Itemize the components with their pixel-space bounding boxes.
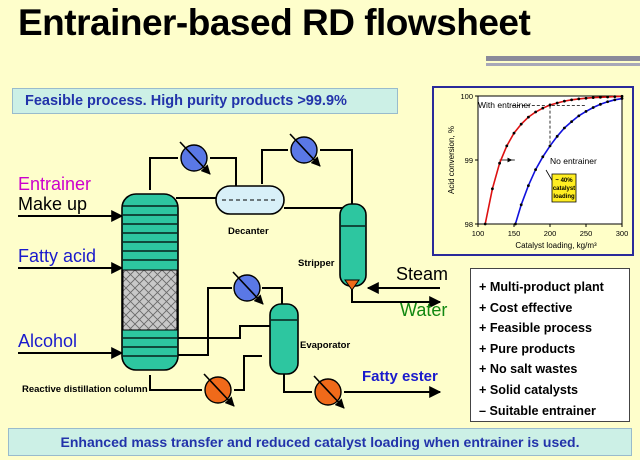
data-point xyxy=(555,134,559,138)
y-tick-label: 100 xyxy=(460,92,473,101)
data-point xyxy=(613,98,617,102)
data-point xyxy=(584,109,588,113)
title-underline-bar-2 xyxy=(486,63,640,66)
conversion-chart: 100 150 200 250 300 98 99 100 With entrainer No… xyxy=(432,86,634,256)
data-point xyxy=(534,168,537,171)
series-label-no-entrainer: No entrainer xyxy=(550,156,597,166)
x-tick-label: 250 xyxy=(580,229,593,238)
data-point xyxy=(599,95,602,99)
data-point xyxy=(599,102,602,106)
reboiler-icon xyxy=(313,375,345,409)
advantage-item: + Multi-product plant xyxy=(479,280,604,294)
data-point xyxy=(620,97,624,100)
evaporator-label: Evaporator xyxy=(300,340,351,351)
column-label: Reactive distillation column xyxy=(22,384,148,395)
decanter-vessel xyxy=(215,185,285,215)
chart-xlabel: Catalyst loading, kg/m³ xyxy=(515,241,597,250)
data-point xyxy=(563,99,566,103)
data-point xyxy=(505,144,509,148)
chart-ylabel: Acid conversion, % xyxy=(447,126,456,194)
advantage-item: + Solid catalysts xyxy=(479,382,579,397)
data-point xyxy=(483,222,487,226)
data-point xyxy=(527,184,530,187)
data-point xyxy=(555,101,559,105)
page-title: Entrainer-based RD flowsheet xyxy=(18,2,531,43)
reboiler-icon xyxy=(203,373,235,407)
advantage-item: + No salt wastes xyxy=(479,362,578,377)
data-point xyxy=(577,97,581,101)
bottom-banner: Enhanced mass transfer and reduced catal… xyxy=(8,428,632,456)
advantage-item: – Suitable entrainer xyxy=(479,403,596,418)
data-point xyxy=(548,103,552,107)
advantages-list: + Multi-product plant + Cost effective +… xyxy=(470,268,630,422)
data-point xyxy=(620,94,624,98)
y-tick-label: 99 xyxy=(465,156,473,165)
data-point xyxy=(541,106,545,110)
data-point xyxy=(591,96,595,99)
condenser-icon xyxy=(289,133,321,167)
annotation-line-2: catalyst xyxy=(553,186,575,192)
y-tick-label: 98 xyxy=(465,220,473,229)
data-point xyxy=(498,161,501,165)
condenser-icon xyxy=(179,141,211,175)
x-tick-label: 300 xyxy=(616,229,629,238)
data-point xyxy=(519,122,523,126)
advantage-item: + Cost effective xyxy=(479,300,573,315)
fatty-acid-label: Fatty acid xyxy=(18,246,97,266)
data-point xyxy=(534,110,537,114)
data-point xyxy=(512,131,516,135)
data-point xyxy=(570,120,573,123)
data-point xyxy=(491,187,494,191)
data-point xyxy=(584,96,588,100)
x-tick-label: 150 xyxy=(508,229,521,238)
stripper-vessel xyxy=(339,203,367,291)
x-tick-label: 100 xyxy=(472,229,485,238)
data-point xyxy=(606,95,609,99)
alcohol-label: Alcohol xyxy=(18,331,78,351)
data-point xyxy=(548,144,552,148)
advantage-item: + Pure products xyxy=(479,341,576,356)
stripper-label: Stripper xyxy=(298,258,335,269)
feasible-banner: Feasible process. High purity products >… xyxy=(12,88,398,114)
water-label: Water xyxy=(400,300,448,320)
conversion-chart-svg: 100 150 200 250 300 98 99 100 With entrainer No… xyxy=(447,92,629,250)
data-point xyxy=(606,100,609,104)
steam-label: Steam xyxy=(396,264,449,284)
data-point xyxy=(519,203,523,207)
fatty-ester-label: Fatty ester xyxy=(362,368,438,385)
data-point xyxy=(613,95,617,99)
data-point xyxy=(570,98,573,102)
x-tick-label: 200 xyxy=(544,229,557,238)
annotation-callout: ~ 40% catalyst loading xyxy=(545,169,577,203)
condenser-icon xyxy=(232,271,264,305)
annotation-line-3: loading xyxy=(553,194,575,200)
data-point xyxy=(563,126,566,130)
advantage-item: + Feasible process xyxy=(479,321,593,336)
entrainer-label: Entrainer xyxy=(18,174,92,194)
annotation-line-1: ~ 40% xyxy=(555,178,573,184)
data-point xyxy=(527,115,530,119)
series-line-no-entrainer xyxy=(514,97,623,225)
evaporator-vessel xyxy=(269,303,299,375)
data-point xyxy=(577,114,581,118)
title-underline-bar xyxy=(486,56,640,61)
reactive-distillation-column xyxy=(121,193,179,371)
decanter-label: Decanter xyxy=(228,226,269,237)
data-point xyxy=(514,222,517,226)
data-point xyxy=(541,155,545,159)
data-point xyxy=(591,106,595,109)
make-up-label: Make up xyxy=(18,194,88,214)
series-label-with-entrainer: With entrainer xyxy=(478,100,531,110)
